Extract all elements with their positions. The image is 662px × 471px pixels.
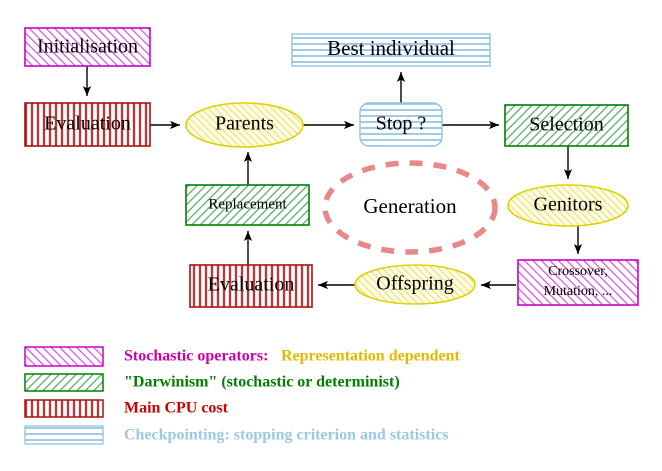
legend: Stochastic operators: Representation dep… <box>24 346 460 445</box>
node-initialisation[interactable]: Initialisation <box>24 27 151 67</box>
edge-group <box>82 66 583 290</box>
legend-swatch-magenta-diagonal <box>24 346 104 367</box>
node-offspring[interactable]: Offspring <box>354 264 476 305</box>
legend-swatch-green-diagonal <box>24 373 104 392</box>
replacement-box[interactable] <box>185 184 310 226</box>
legend-swatch-blue-horizontal <box>24 425 104 445</box>
genitors-label: Genitors <box>534 194 603 216</box>
genitors-ellipse[interactable] <box>507 184 629 227</box>
node-evaluation-bottom[interactable]: Evaluation <box>189 264 313 308</box>
node-generation: Generation <box>322 160 498 255</box>
node-crossover-mutation[interactable]: Crossover, Mutation, ... <box>517 259 639 306</box>
node-parents[interactable]: Parents <box>185 102 304 148</box>
best-individual-label: Best individual <box>327 36 455 60</box>
node-stop[interactable]: Stop ? <box>359 102 443 147</box>
stop-box[interactable] <box>359 102 443 147</box>
evaluation-bottom-label: Evaluation <box>208 274 295 296</box>
crossover-label-line1: Crossover, <box>548 264 608 279</box>
legend-swatch-red-vertical <box>24 399 104 418</box>
replacement-label: Replacement <box>208 196 287 212</box>
generation-ellipse-outline <box>322 160 498 255</box>
selection-label: Selection <box>529 114 603 136</box>
crossover-label-line2: Mutation, ... <box>544 284 613 299</box>
legend-row-main-cpu-cost: Main CPU cost <box>24 399 229 418</box>
offspring-ellipse[interactable] <box>354 264 476 305</box>
evaluation-top-box[interactable] <box>24 102 151 147</box>
parents-label: Parents <box>215 113 274 135</box>
crossover-box[interactable] <box>517 259 639 306</box>
legend-row-checkpointing: Checkpointing: stopping criterion and st… <box>24 425 448 445</box>
legend-row-stochastic-operators: Stochastic operators: Representation dep… <box>24 346 460 367</box>
generation-label: Generation <box>363 194 457 218</box>
parents-ellipse[interactable] <box>185 102 304 148</box>
legend-label-main-cpu-cost: Main CPU cost <box>124 400 229 417</box>
legend-label-stochastic-operators: Stochastic operators: <box>124 348 268 365</box>
node-evaluation-top[interactable]: Evaluation <box>24 102 151 147</box>
node-genitors[interactable]: Genitors <box>507 184 629 227</box>
node-replacement[interactable]: Replacement <box>185 184 310 226</box>
offspring-label: Offspring <box>376 273 453 295</box>
legend-label-representation-dependent: Representation dependent <box>281 348 460 365</box>
node-selection[interactable]: Selection <box>504 104 629 147</box>
legend-label-checkpointing: Checkpointing: stopping criterion and st… <box>124 427 448 444</box>
evaluation-top-label: Evaluation <box>44 113 131 135</box>
legend-row-darwinism: "Darwinism" (stochastic or determinist) <box>24 373 400 392</box>
best-individual-box[interactable] <box>291 33 491 67</box>
selection-box[interactable] <box>504 104 629 147</box>
evaluation-bottom-box[interactable] <box>189 264 313 308</box>
initialisation-label: Initialisation <box>37 36 138 58</box>
legend-label-darwinism: "Darwinism" (stochastic or determinist) <box>124 374 400 391</box>
stop-label: Stop ? <box>376 113 427 135</box>
initialisation-box[interactable] <box>24 27 151 67</box>
node-best-individual[interactable]: Best individual <box>291 33 491 67</box>
